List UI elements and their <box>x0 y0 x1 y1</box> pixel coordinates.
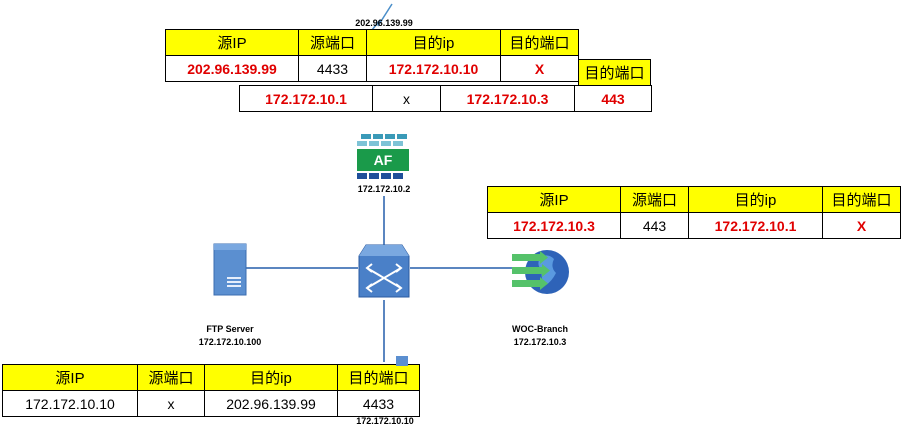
header-dst-port: 目的端口 <box>337 364 420 391</box>
cell-dst-port: X <box>500 55 579 82</box>
nat-table-top: 源IP 源端口 目的ip 目的端口 202.96.139.99 4433 172… <box>165 29 579 82</box>
header-dst-ip: 目的ip <box>204 364 338 391</box>
table-row: 202.96.139.99 4433 172.172.10.10 X <box>165 55 579 82</box>
cell-src-ip: 172.172.10.10 <box>2 390 138 417</box>
table-row: 172.172.10.3 443 172.172.10.1 X <box>487 212 901 239</box>
cell-dst-ip: 172.172.10.3 <box>440 85 575 112</box>
header-dst-port: 目的端口 <box>822 186 901 213</box>
switch-icon <box>358 244 410 298</box>
header-dst-port: 目的端口 <box>500 29 579 56</box>
firewall-af-icon <box>355 132 411 182</box>
cell-dst-ip: 172.172.10.10 <box>366 55 501 82</box>
header-src-port: 源端口 <box>298 29 367 56</box>
client-pc-icon <box>396 356 408 366</box>
table-header-row: 源IP 源端口 目的ip 目的端口 <box>165 29 579 56</box>
cell-src-port: 4433 <box>298 55 367 82</box>
client-ip-label: 172.172.10.10 <box>356 416 414 426</box>
cell-dst-ip: 172.172.10.1 <box>688 212 823 239</box>
nat-table-top-extra-header: 目的端口 <box>578 59 651 86</box>
cell-dst-port: X <box>822 212 901 239</box>
header-src-ip: 源IP <box>487 186 621 213</box>
af-text: AF <box>373 152 393 168</box>
ftp-server-icon <box>213 243 247 296</box>
table-row: 172.172.10.1 x 172.172.10.3 443 <box>239 85 652 112</box>
af-ip-label: 172.172.10.2 <box>357 184 411 194</box>
ftp-server-name: FTP Server <box>206 324 254 334</box>
cell-src-ip: 172.172.10.1 <box>239 85 373 112</box>
cell-src-port: x <box>372 85 441 112</box>
cell-src-ip: 172.172.10.3 <box>487 212 621 239</box>
internet-ip-label: 202.96.139.99 <box>355 18 413 28</box>
cell-dst-port: 4433 <box>337 390 420 417</box>
woc-branch-name: WOC-Branch <box>512 324 568 334</box>
cell-src-port: x <box>137 390 205 417</box>
nat-table-right: 源IP 源端口 目的ip 目的端口 172.172.10.3 443 172.1… <box>487 186 901 239</box>
nat-table-bottom: 源IP 源端口 目的ip 目的端口 172.172.10.10 x 202.96… <box>2 364 420 417</box>
cell-dst-port: 443 <box>574 85 652 112</box>
table-header-row: 源IP 源端口 目的ip 目的端口 <box>487 186 901 213</box>
woc-branch-globe-icon <box>510 247 570 297</box>
header-src-ip: 源IP <box>165 29 299 56</box>
woc-branch-ip: 172.172.10.3 <box>513 337 567 347</box>
ftp-server-ip: 172.172.10.100 <box>198 337 262 347</box>
cell-src-ip: 202.96.139.99 <box>165 55 299 82</box>
header-dst-port-extra: 目的端口 <box>578 59 651 86</box>
header-src-ip: 源IP <box>2 364 138 391</box>
table-row: 172.172.10.10 x 202.96.139.99 4433 <box>2 390 420 417</box>
header-src-port: 源端口 <box>620 186 689 213</box>
nat-table-top-translated: 172.172.10.1 x 172.172.10.3 443 <box>239 85 652 112</box>
internet-lightning-icon <box>371 3 393 31</box>
cell-src-port: 443 <box>620 212 689 239</box>
header-src-port: 源端口 <box>137 364 205 391</box>
cell-dst-ip: 202.96.139.99 <box>204 390 338 417</box>
header-dst-ip: 目的ip <box>366 29 501 56</box>
header-dst-ip: 目的ip <box>688 186 823 213</box>
table-header-row: 源IP 源端口 目的ip 目的端口 <box>2 364 420 391</box>
